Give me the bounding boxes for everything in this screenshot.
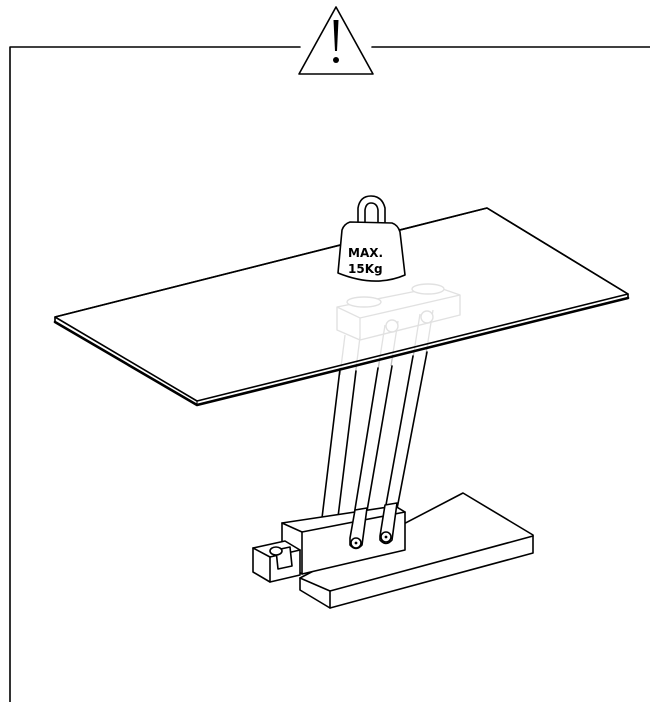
arm-lower-ends — [349, 502, 398, 550]
locking-knob — [252, 540, 301, 583]
weight-label-line1: MAX. — [348, 246, 383, 260]
max-weight-icon: MAX. 15Kg — [337, 195, 406, 282]
warning-triangle-icon — [298, 6, 374, 75]
frame-border — [9, 46, 650, 702]
weight-label-line2: 15Kg — [348, 262, 383, 276]
base-plate — [299, 492, 534, 609]
